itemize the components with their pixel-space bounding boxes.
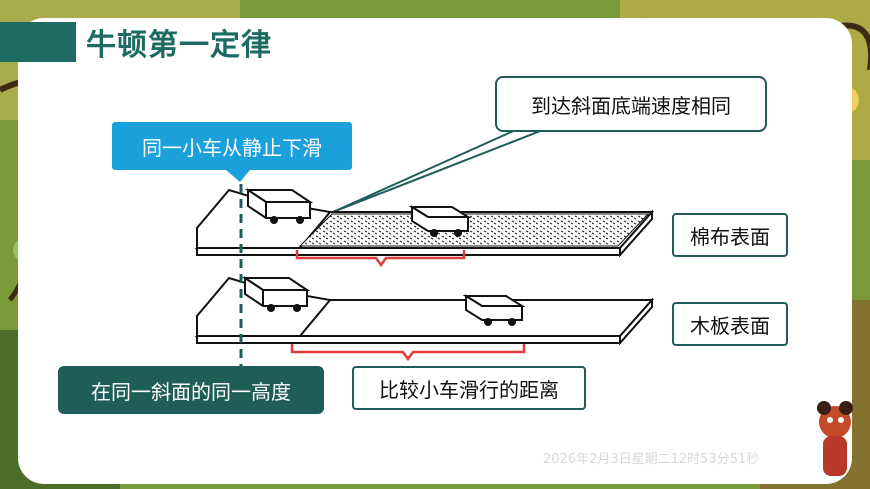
cotton-board	[194, 188, 655, 258]
callout-compare-distance: 比较小车滑行的距离	[352, 366, 586, 410]
title-accent-bar	[0, 22, 76, 62]
mascot-icon	[817, 401, 853, 476]
cart-icon	[462, 294, 526, 326]
cart-icon	[241, 276, 311, 312]
wood-board	[194, 276, 655, 346]
cart-icon	[244, 188, 314, 224]
cotton-cloth	[298, 213, 650, 247]
page-title: 牛顿第一定律	[86, 28, 272, 63]
callout-same-cart: 同一小车从静止下滑	[112, 122, 352, 170]
callout-same-speed: 到达斜面底端速度相同	[495, 76, 767, 132]
callout-same-height: 在同一斜面的同一高度	[58, 366, 324, 414]
label-wood-surface: 木板表面	[672, 302, 788, 346]
cart-icon	[408, 205, 472, 237]
distance-bracket-wood	[290, 344, 526, 362]
callout-pointer-blue	[226, 170, 250, 182]
label-cotton-surface: 棉布表面	[672, 213, 788, 257]
distance-bracket-cotton	[295, 250, 466, 268]
callout-pointer	[332, 127, 549, 213]
timestamp: 2026年2月3日星期二12时53分51秒	[543, 452, 760, 467]
